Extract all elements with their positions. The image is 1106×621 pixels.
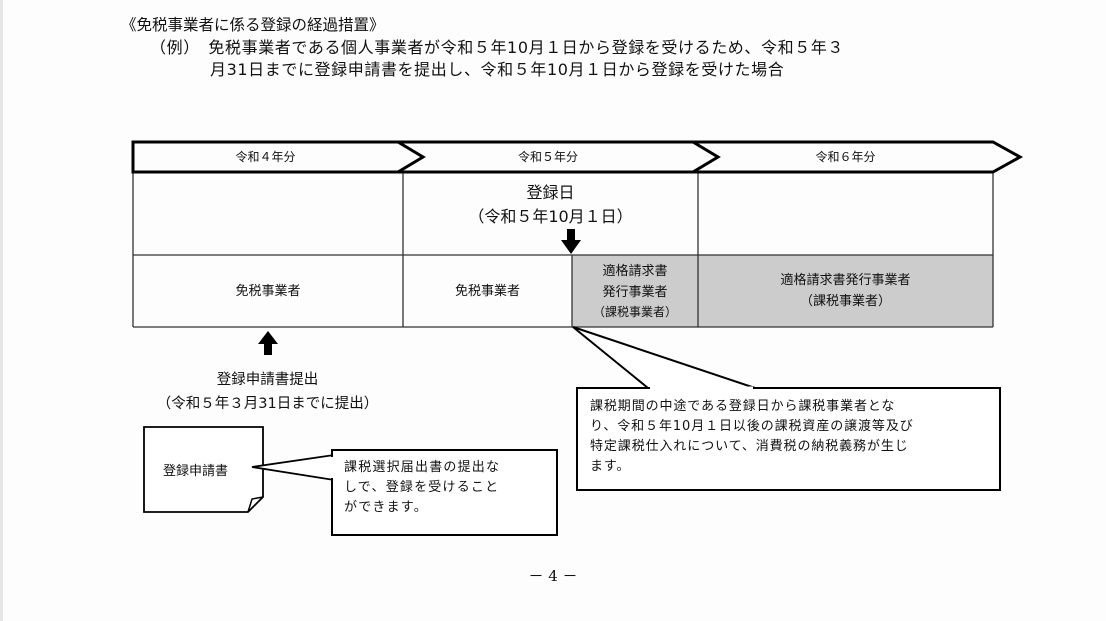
callout-line: ます。 <box>590 459 631 474</box>
right-callout-pointer <box>572 326 1001 491</box>
callout-line: 課税選択届出書の提出な <box>344 460 501 475</box>
down-arrow-icon <box>561 229 581 254</box>
status-cell-r4: 免税事業者 <box>133 255 403 327</box>
section-title: 《免税事業者に係る登録の経過措置》 <box>121 16 385 34</box>
right-callout-text: 課税期間の中途である登録日から課税事業者とな り、令和５年10月１日以後の課税資… <box>590 397 914 477</box>
document-icon <box>143 426 264 513</box>
document-icon-label: 登録申請書 <box>163 464 229 479</box>
period-band <box>131 140 1024 174</box>
status-text: （課税事業者） <box>592 305 677 319</box>
registration-date-value: （令和５年10月１日） <box>468 207 633 226</box>
right-callout-box <box>576 387 1001 491</box>
application-note: 登録申請書提出 （令和５年３月31日までに提出） <box>110 368 425 416</box>
period-label-r6: 令和６年分 <box>815 150 876 164</box>
viewer-left-edge <box>0 0 3 621</box>
shaded-cell-1 <box>572 255 698 327</box>
period-label-r5: 令和５年分 <box>517 150 578 164</box>
callout-line: 課税期間の中途である登録日から課税事業者とな <box>590 399 896 414</box>
period-chevron-3 <box>693 140 1024 174</box>
status-text: （課税事業者） <box>799 294 891 309</box>
grid-lines <box>132 172 994 328</box>
status-text: 免税事業者 <box>454 283 520 299</box>
status-text: 免税事業者 <box>235 283 301 299</box>
status-cell-r5-before: 免税事業者 <box>403 255 572 327</box>
registration-date-label: 登録日 <box>526 183 575 202</box>
shaded-cell-2 <box>698 255 993 327</box>
callout-line: 特定課税仕入れについて、消費税の納税義務が生じ <box>590 439 909 454</box>
application-label: 登録申請書提出 <box>216 372 319 388</box>
status-text: 適格請求書発行事業者 <box>780 273 911 288</box>
status-cell-r6: 適格請求書発行事業者 （課税事業者） <box>698 255 993 327</box>
page-number: － 4 － <box>528 567 578 585</box>
left-callout-text: 課税選択届出書の提出な しで、登録を受けること ができます。 <box>344 458 500 518</box>
example-line-2: 月31日までに登録申請書を提出し、令和５年10月１日から登録を受けた場合 <box>210 60 785 79</box>
left-callout <box>251 449 558 536</box>
left-callout-box <box>331 449 558 536</box>
period-label-r4: 令和４年分 <box>235 150 296 164</box>
status-text: 発行事業者 <box>602 285 668 300</box>
example-line-1: （例） 免税事業者である個人事業者が令和５年10月１日から登録を受けるため、令和… <box>150 38 845 57</box>
period-chevron-1 <box>131 140 426 174</box>
registration-date: 登録日 （令和５年10月１日） <box>403 180 698 230</box>
status-cell-r5-after: 適格請求書 発行事業者 （課税事業者） <box>572 255 698 327</box>
callout-line: ができます。 <box>344 500 428 515</box>
period-chevron-2 <box>398 140 721 174</box>
application-deadline: （令和５年３月31日までに提出） <box>156 396 379 412</box>
callout-line: り、令和５年10月１日以後の課税資産の譲渡等及び <box>590 419 914 434</box>
callout-line: しで、登録を受けること <box>344 480 500 495</box>
status-text: 適格請求書 <box>602 264 668 279</box>
up-arrow-icon <box>258 331 278 355</box>
